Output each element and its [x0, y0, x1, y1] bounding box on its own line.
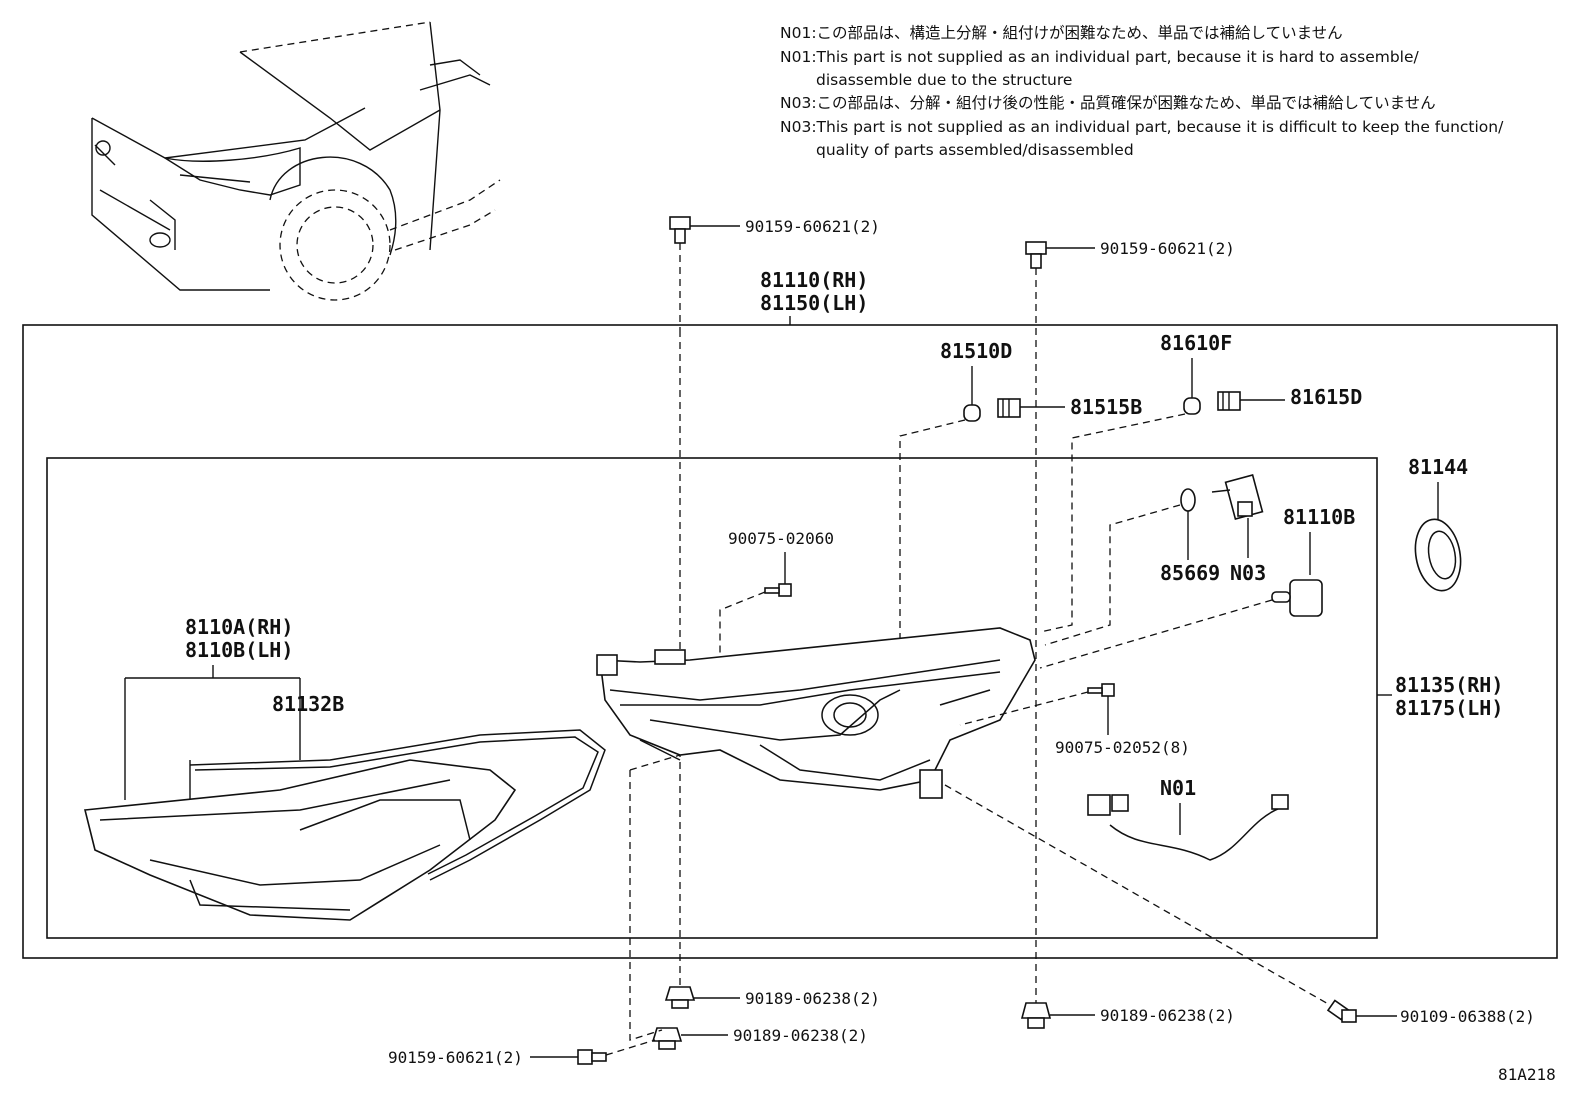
label-81615d: 81615D	[1290, 385, 1362, 409]
label-81144: 81144	[1408, 455, 1468, 479]
vehicle-locator-illustration	[91, 21, 501, 301]
note-n01-en-line1: N01:This part is not supplied as an indi…	[780, 48, 1420, 66]
clip-nut-icon	[664, 986, 696, 1009]
label-90075-02052: 90075-02052(8)	[1055, 738, 1190, 757]
label-8110b-lh: 8110B(LH)	[185, 638, 293, 662]
label-85669: 85669	[1160, 561, 1220, 585]
bolt-icon	[669, 216, 740, 1000]
label-81510d: 81510D	[940, 339, 1012, 363]
lens-illustration	[83, 759, 517, 921]
wire-harness-icon	[1087, 794, 1289, 861]
bolt-icon	[1326, 999, 1357, 1023]
bulb-icon	[963, 404, 981, 422]
note-n01-jp: N01:この部品は、構造上分解・組付けが困難なため、単品では補給していません	[780, 24, 1343, 42]
label-81515b: 81515B	[1070, 395, 1142, 419]
label-housing-rh: 81135(RH)	[1395, 673, 1503, 697]
headlamp-assembly-illustration	[596, 627, 1036, 799]
clip-nut-icon	[651, 1027, 683, 1050]
clip-nut-icon	[1020, 1002, 1052, 1029]
label-n03: N03	[1230, 561, 1266, 585]
leveling-motor-icon	[1211, 474, 1264, 520]
o-ring-icon	[1180, 488, 1196, 512]
label-81610f: 81610F	[1160, 331, 1232, 355]
label-81132b: 81132B	[272, 692, 344, 716]
note-n03-en-line1: N03:This part is not supplied as an indi…	[780, 118, 1504, 136]
label-assembly-rh: 81110(RH)	[760, 268, 868, 292]
figure-code: 81A218	[1498, 1065, 1556, 1084]
bulb-icon	[1183, 397, 1201, 415]
label-nut-bottom-left-1: 90189-06238(2)	[745, 989, 880, 1008]
note-n03-en-line2: quality of parts assembled/disassembled	[816, 141, 1134, 159]
label-bolt-bottom-left: 90159-60621(2)	[388, 1048, 523, 1067]
label-bolt-top-right: 90159-60621(2)	[1100, 239, 1235, 258]
label-8110a-rh: 8110A(RH)	[185, 615, 293, 639]
dust-cap-icon	[1414, 518, 1462, 592]
label-bolt-90109: 90109-06388(2)	[1400, 1007, 1535, 1026]
label-assembly-lh: 81150(LH)	[760, 291, 868, 315]
bolt-icon	[1025, 241, 1095, 1010]
label-90075-02060: 90075-02060	[728, 529, 834, 548]
screw-icon	[1087, 683, 1115, 697]
label-bolt-top-left: 90159-60621(2)	[745, 217, 880, 236]
label-housing-lh: 81175(LH)	[1395, 696, 1503, 720]
label-81110b: 81110B	[1283, 505, 1355, 529]
socket-icon	[1217, 391, 1241, 411]
note-n03-jp: N03:この部品は、分解・組付け後の性能・品質確保が困難なため、単品では補給して…	[780, 94, 1436, 112]
label-nut-bottom-right: 90189-06238(2)	[1100, 1006, 1235, 1025]
label-nut-bottom-left-2: 90189-06238(2)	[733, 1026, 868, 1045]
label-n01: N01	[1160, 776, 1196, 800]
housing-inner-box	[46, 457, 1378, 939]
screw-icon	[764, 583, 792, 597]
note-n01-en-line2: disassemble due to the structure	[816, 71, 1072, 89]
headlamp-bulb-icon	[1271, 579, 1323, 617]
socket-icon	[997, 398, 1021, 418]
lens-gasket-illustration	[189, 729, 606, 881]
notes-block: N01:この部品は、構造上分解・組付けが困難なため、単品では補給していません N…	[780, 24, 1504, 159]
bolt-icon	[577, 1049, 607, 1065]
